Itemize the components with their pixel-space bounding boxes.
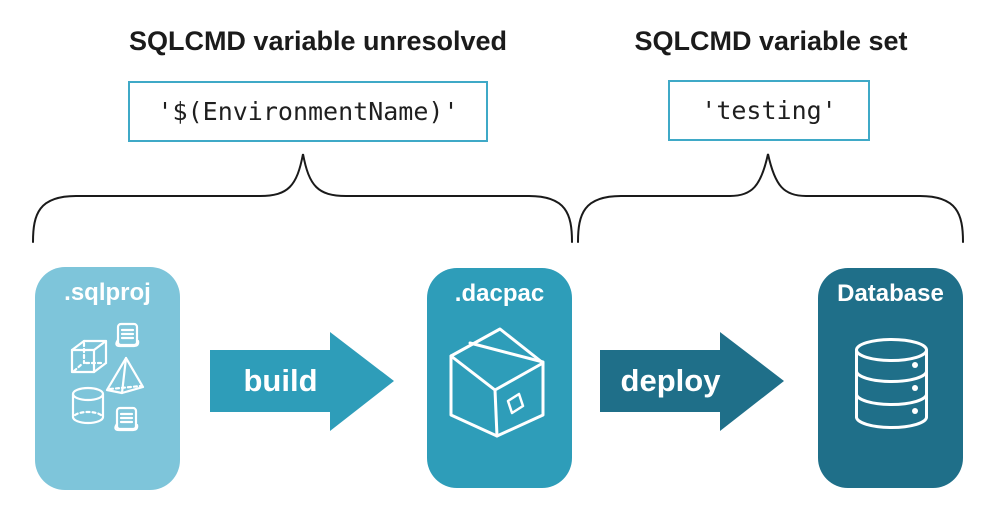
cylinder-icon (71, 386, 105, 425)
code-box-testing-value: 'testing' (668, 80, 870, 141)
cube-icon (70, 339, 108, 374)
code-box-environment-variable: '$(EnvironmentName)' (128, 81, 488, 142)
script-icon-2 (114, 406, 139, 432)
heading-sqlcmd-set: SQLCMD variable set (634, 26, 908, 56)
code-text-environment-variable: '$(EnvironmentName)' (157, 97, 459, 126)
stage-sqlproj-label: .sqlproj (64, 279, 151, 306)
database-icon (855, 338, 928, 429)
deploy-arrow-label: deploy (620, 363, 721, 398)
sql-objects-icon (70, 322, 145, 432)
stage-sqlproj: .sqlproj (35, 267, 180, 490)
code-text-testing-value: 'testing' (701, 96, 837, 125)
stage-database: Database (818, 268, 963, 488)
brace-right (577, 153, 964, 243)
stage-dacpac: .dacpac (427, 268, 572, 488)
stage-database-label: Database (837, 280, 944, 307)
package-icon (449, 327, 545, 438)
brace-left (32, 153, 573, 243)
pyramid-icon (105, 356, 145, 395)
stage-dacpac-label: .dacpac (454, 280, 545, 307)
build-arrow-label: build (243, 363, 318, 398)
heading-sqlcmd-unresolved: SQLCMD variable unresolved (128, 26, 508, 56)
script-icon (115, 322, 140, 348)
